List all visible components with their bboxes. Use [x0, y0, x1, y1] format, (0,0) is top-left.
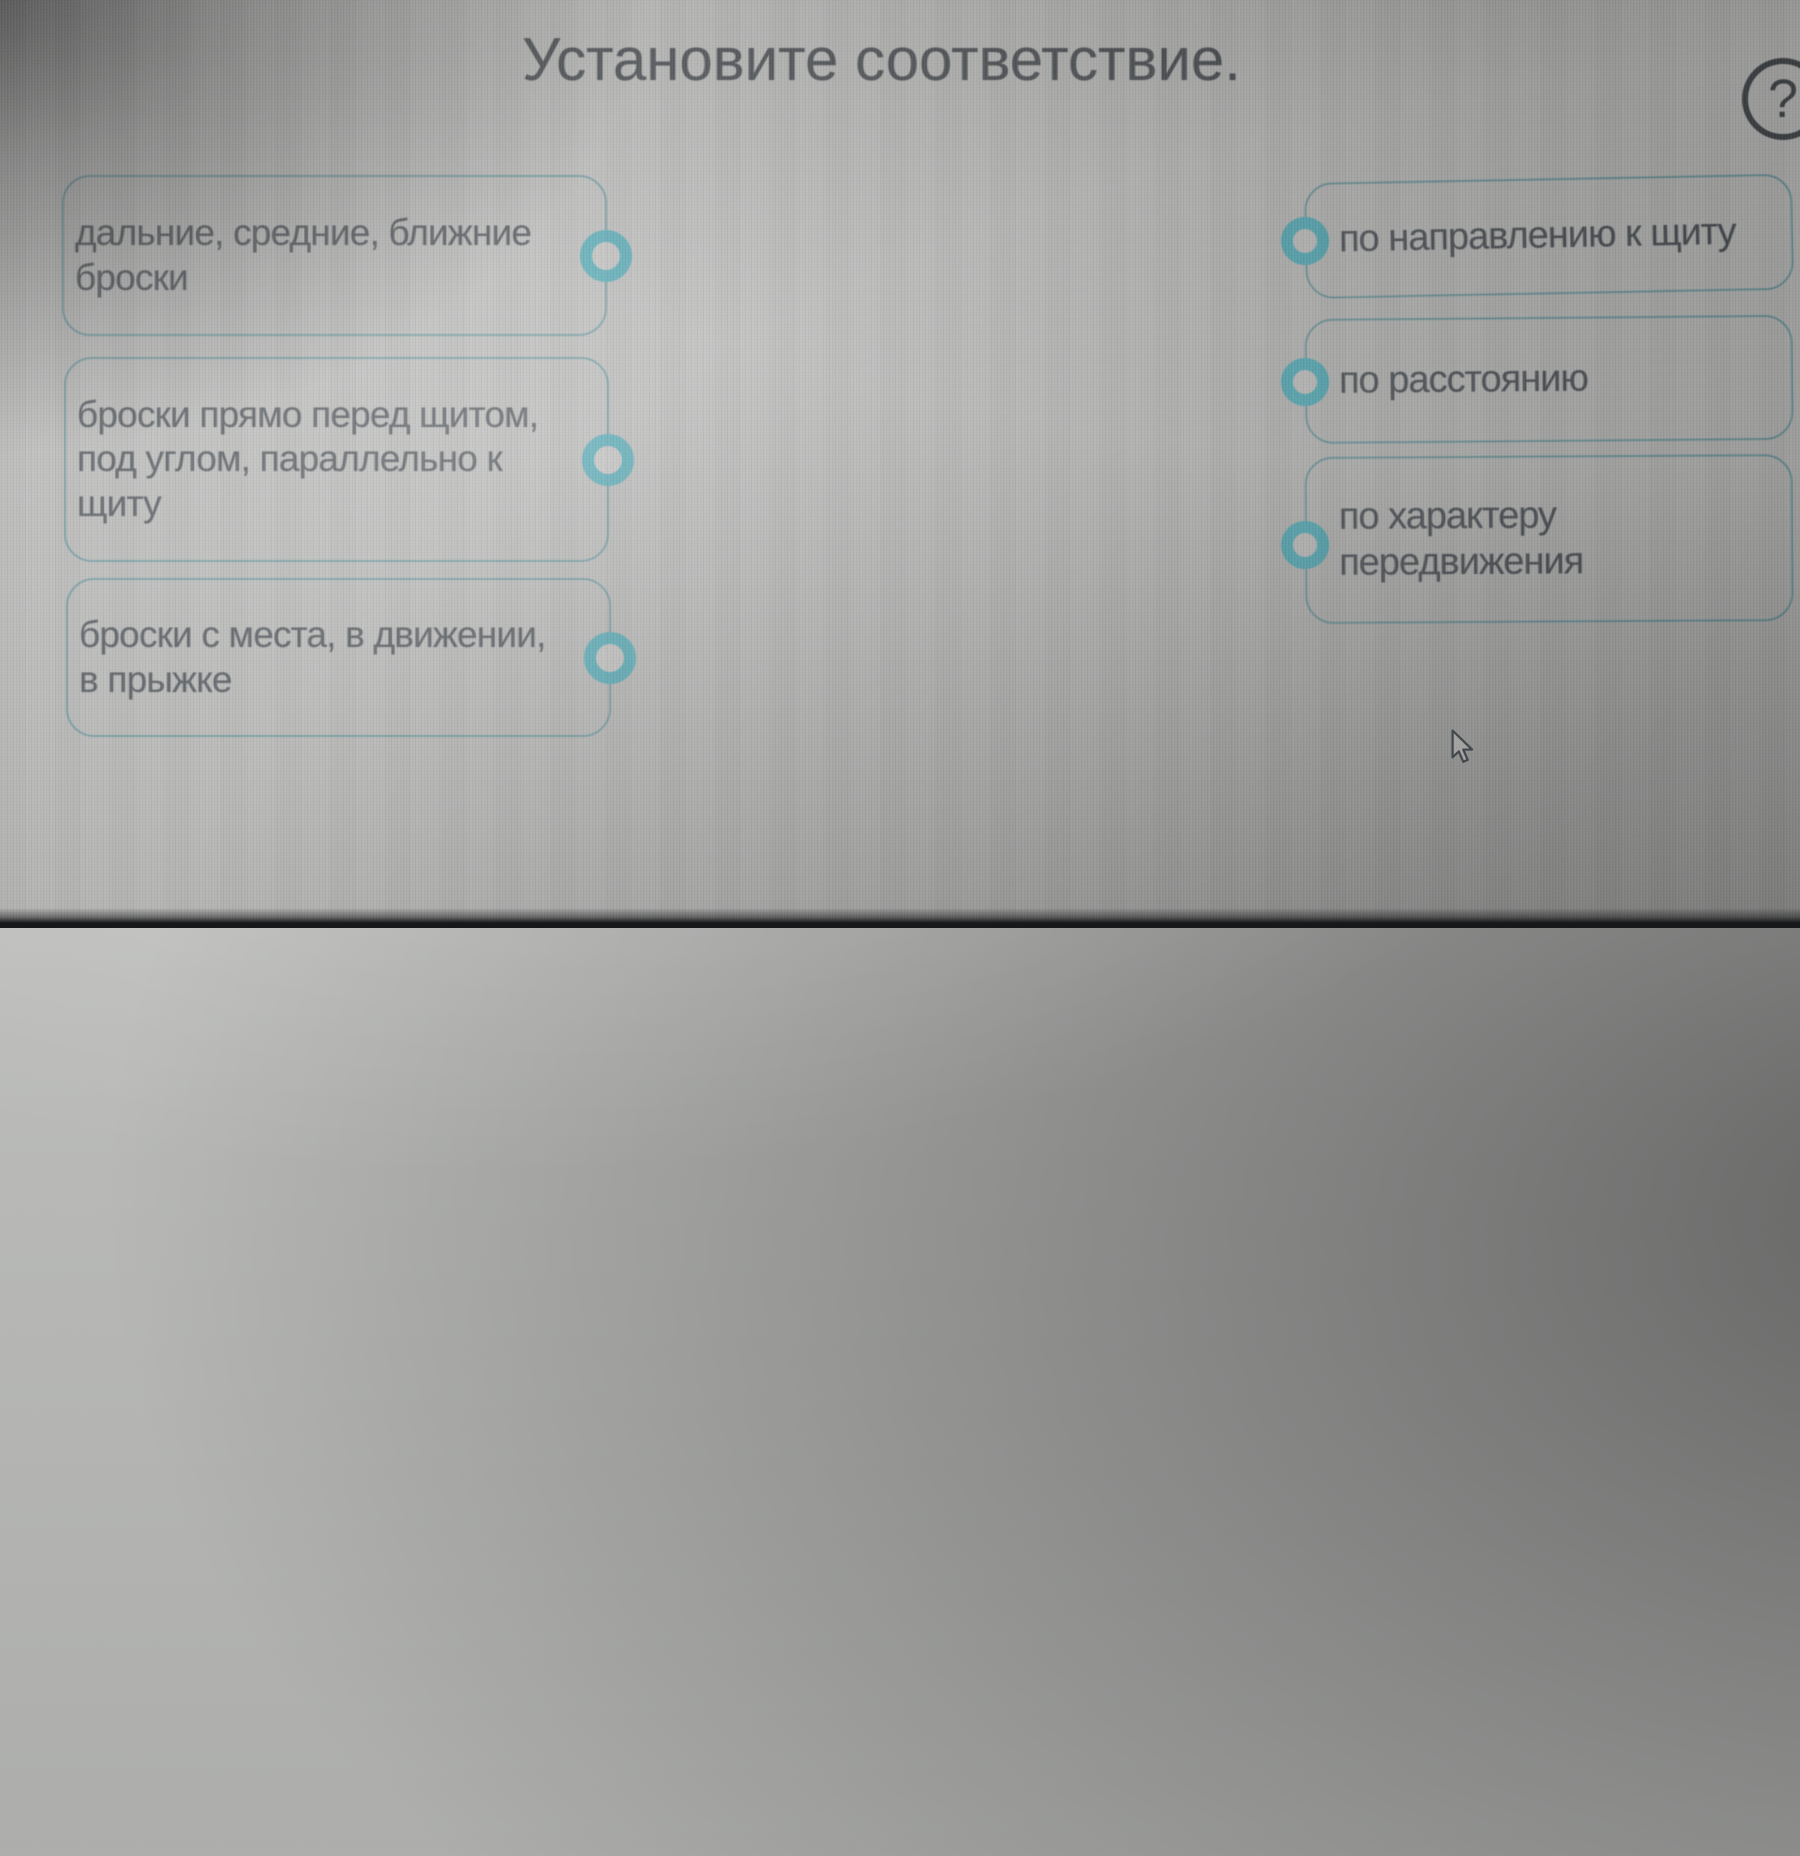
- left-option-2[interactable]: броски прямо перед щитом, под углом, пар…: [64, 357, 634, 562]
- left-option-2-connector[interactable]: [582, 433, 634, 486]
- quiz-screen: Установите соответствие. дальние, средни…: [62, 26, 1800, 737]
- left-option-1[interactable]: дальние, средние, ближние броски: [62, 175, 632, 336]
- right-option-2-label: по расстоянию: [1338, 357, 1589, 402]
- right-option-2-connector[interactable]: [1280, 357, 1330, 406]
- page-title: Установите соответствие.: [522, 26, 1241, 93]
- right-option-2[interactable]: по расстоянию: [1280, 314, 1794, 444]
- right-option-3[interactable]: по характеру передвижения: [1280, 454, 1794, 624]
- right-option-3-label: по характеру передвижения: [1338, 494, 1584, 584]
- left-option-1-connector[interactable]: [580, 229, 632, 282]
- screen-bottom-bezel: [0, 908, 1800, 928]
- left-option-3-connector[interactable]: [584, 631, 636, 684]
- right-option-1-label: по направлению к щиту: [1338, 210, 1736, 261]
- right-option-1[interactable]: по направлению к щиту: [1280, 173, 1795, 299]
- mouse-cursor: [1451, 729, 1474, 763]
- left-option-1-label: дальние, средние, ближние броски: [75, 212, 532, 298]
- right-option-3-connector[interactable]: [1280, 521, 1330, 570]
- question-mark-icon: ?: [1767, 69, 1799, 129]
- left-option-3[interactable]: броски с места, в движении, в прыжке: [66, 578, 636, 737]
- left-option-3-label: броски с места, в движении, в прыжке: [79, 614, 546, 700]
- left-option-2-label: броски прямо перед щитом, под углом, пар…: [77, 393, 539, 524]
- help-button[interactable]: ?: [1742, 58, 1800, 140]
- right-option-1-connector[interactable]: [1280, 216, 1330, 266]
